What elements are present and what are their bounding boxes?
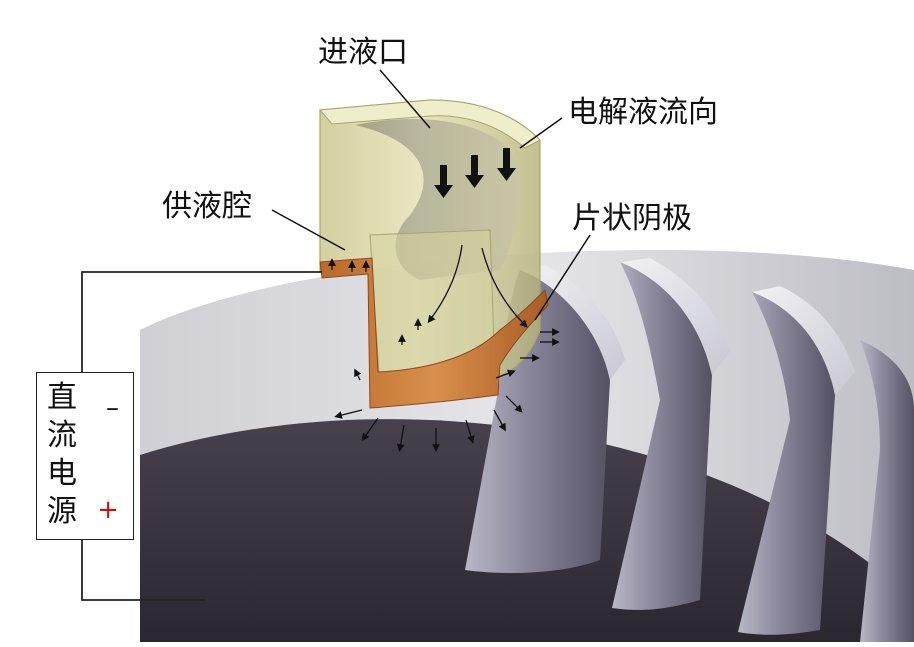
blade-3 bbox=[738, 286, 855, 635]
inlet-flow-arrows bbox=[434, 148, 516, 198]
label-flow-direction: 电解液流向 bbox=[568, 95, 718, 130]
wire-positive bbox=[81, 540, 205, 601]
positive-terminal-sign: + bbox=[97, 495, 119, 525]
electrolyte-flow-lines bbox=[328, 244, 560, 452]
sheet-cathode-electrode bbox=[319, 257, 549, 409]
blade-2 bbox=[612, 258, 730, 610]
label-supply-chamber: 供液腔 bbox=[162, 189, 252, 224]
dc-power-supply: 直 流 电 源 – + bbox=[36, 372, 134, 540]
psu-char-3: 电 bbox=[47, 456, 77, 491]
psu-char-1: 直 bbox=[47, 380, 77, 415]
leader-supply-chamber bbox=[271, 209, 346, 251]
psu-char-2: 流 bbox=[47, 418, 77, 453]
leader-sheet-cathode bbox=[534, 234, 591, 321]
psu-char-4: 源 bbox=[47, 494, 77, 529]
blade-1 bbox=[465, 265, 625, 573]
leader-flow-direction bbox=[519, 117, 563, 149]
leader-lines bbox=[271, 69, 591, 321]
blade-4 bbox=[860, 340, 914, 642]
label-sheet-cathode: 片状阴极 bbox=[572, 201, 692, 236]
label-inlet: 进液口 bbox=[318, 35, 408, 70]
power-wiring bbox=[81, 271, 322, 601]
negative-terminal-sign: – bbox=[106, 393, 119, 423]
wire-negative bbox=[81, 271, 322, 372]
leader-inlet bbox=[379, 69, 431, 129]
